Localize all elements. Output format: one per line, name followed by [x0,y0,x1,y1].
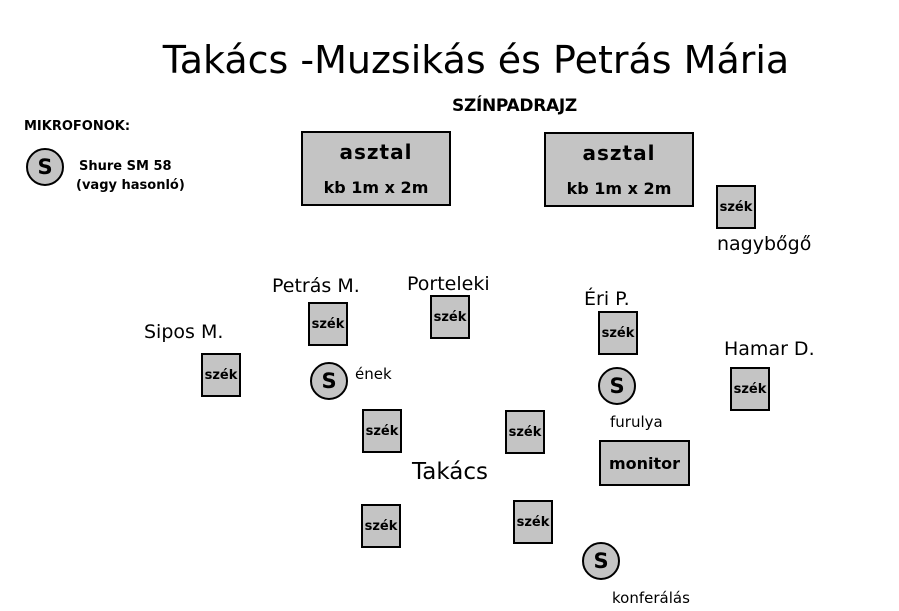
chair-takacs-front-right: szék [505,410,545,454]
legend-mic-icon: S [26,148,64,186]
diagram-title: Takács -Muzsikás és Petrás Mária [162,38,790,82]
label-hamar: Hamar D. [724,338,815,360]
chair-takacs-back-left: szék [361,504,401,548]
label-petras: Petrás M. [272,275,360,297]
chair-hamar: szék [730,367,770,411]
label-nagybogo: nagybőgő [717,233,812,255]
label-konferalas: konferálás [612,589,690,607]
mic-furulya-icon: S [598,367,636,405]
chair-takacs-front-left: szék [362,409,402,453]
table-right: asztal kb 1m x 2m [544,132,694,207]
chair-takacs-back-right: szék [513,500,553,544]
legend-mic-note: (vagy hasonló) [76,178,185,193]
legend-mic-model: Shure SM 58 [79,159,172,174]
table-left: asztal kb 1m x 2m [301,131,451,206]
label-sipos: Sipos M. [144,321,224,343]
chair-porteleki: szék [430,295,470,339]
monitor-box: monitor [599,440,690,486]
legend-text: Shure SM 58 (vagy hasonló) [76,157,185,195]
table-label: asztal [582,141,656,165]
mic-konferalas-icon: S [582,542,620,580]
table-size: kb 1m x 2m [323,178,429,197]
mic-enek-icon: S [310,362,348,400]
table-size: kb 1m x 2m [566,179,672,198]
table-label: asztal [339,140,413,164]
label-furulya: furulya [610,413,663,431]
chair-nagybogo: szék [716,185,756,229]
diagram-subtitle: SZÍNPADRAJZ [452,96,577,116]
label-takacs: Takács [412,459,488,485]
label-eri: Éri P. [584,288,630,310]
label-enek: ének [355,365,392,383]
legend-heading: MIKROFONOK: [24,119,131,134]
chair-petras: szék [308,302,348,346]
chair-sipos: szék [201,353,241,397]
label-porteleki: Porteleki [407,273,490,295]
chair-eri: szék [598,311,638,355]
